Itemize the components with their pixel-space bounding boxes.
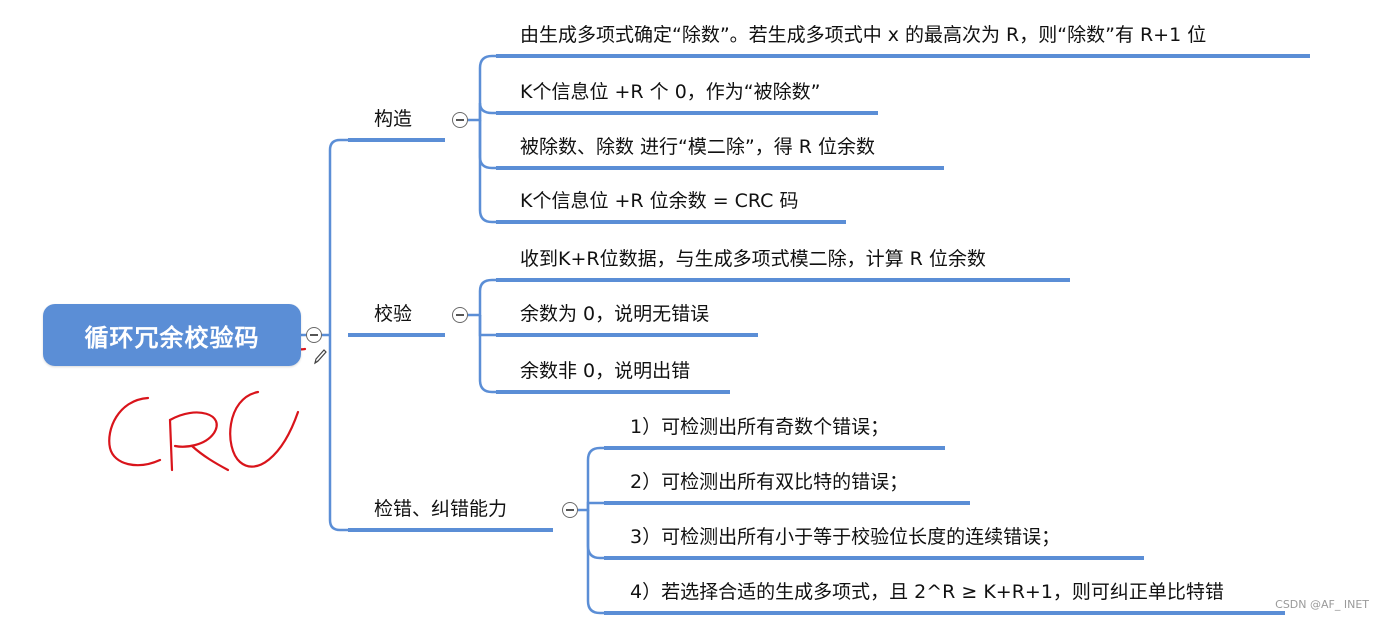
- root-node[interactable]: 循环冗余校验码: [43, 304, 301, 366]
- watermark: CSDN @AF_ INET: [1275, 598, 1369, 611]
- collapse-icon[interactable]: [452, 307, 468, 323]
- leaf-construction-4[interactable]: K个信息位 +R 位余数 = CRC 码: [520, 190, 799, 212]
- leaf-verify-1[interactable]: 收到K+R位数据，与生成多项式模二除，计算 R 位余数: [520, 248, 986, 270]
- leaf-capability-1[interactable]: 1）可检测出所有奇数个错误；: [630, 416, 890, 438]
- leaf-construction-2[interactable]: K个信息位 +R 个 0，作为“被除数”: [520, 81, 821, 103]
- leaf-capability-3[interactable]: 3）可检测出所有小于等于校验位长度的连续错误；: [630, 526, 1061, 548]
- leaf-capability-4[interactable]: 4）若选择合适的生成多项式，且 2^R ≥ K+R+1，则可纠正单比特错: [630, 581, 1224, 603]
- leaf-construction-3[interactable]: 被除数、除数 进行“模二除”，得 R 位余数: [520, 136, 876, 158]
- leaf-verify-3[interactable]: 余数非 0，说明出错: [520, 360, 691, 382]
- leaf-construction-1[interactable]: 由生成多项式确定“除数”。若生成多项式中 x 的最高次为 R，则“除数”有 R+…: [520, 24, 1207, 46]
- branch-capability-label[interactable]: 检错、纠错能力: [374, 498, 508, 520]
- collapse-icon[interactable]: [452, 112, 468, 128]
- leaf-verify-2[interactable]: 余数为 0，说明无错误: [520, 303, 710, 325]
- leaf-capability-2[interactable]: 2）可检测出所有双比特的错误；: [630, 471, 909, 493]
- handwritten-crc-annotation: [108, 390, 300, 472]
- collapse-icon[interactable]: [562, 502, 578, 518]
- root-label: 循环冗余校验码: [84, 323, 260, 352]
- branch-construction-label[interactable]: 构造: [374, 108, 413, 130]
- pencil-icon: [314, 349, 327, 365]
- collapse-icon[interactable]: [306, 327, 322, 343]
- branch-verify-label[interactable]: 校验: [374, 303, 413, 325]
